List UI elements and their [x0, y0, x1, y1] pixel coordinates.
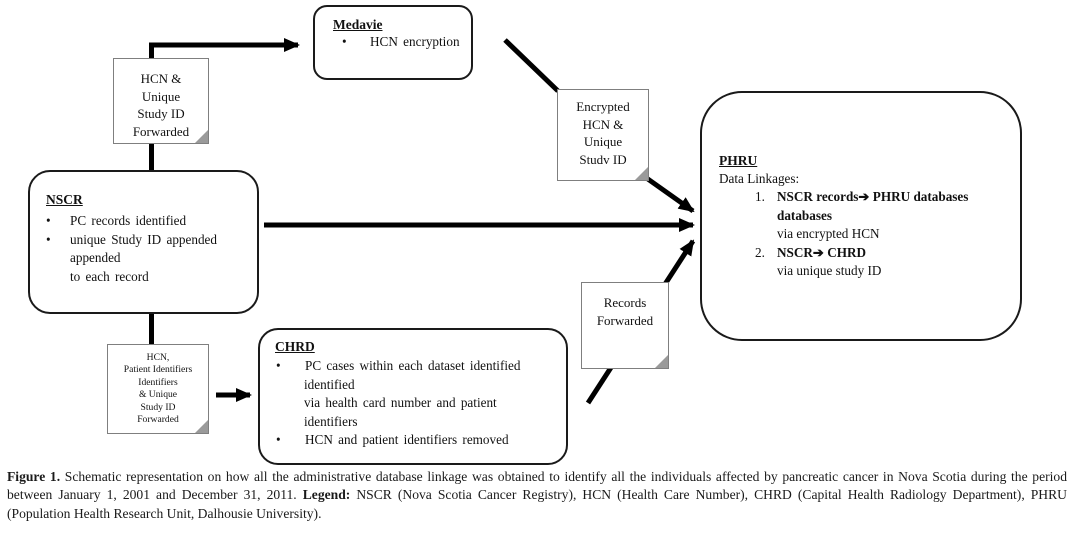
note-line: Unique: [583, 134, 623, 149]
note-line: & Unique: [138, 389, 178, 401]
phru-title: PHRU: [719, 153, 758, 168]
legend-body: NSCR (Nova Scotia Cancer Registry), HCN …: [7, 487, 1068, 521]
chrd-box: CHRD • PC cases within each dataset iden…: [258, 328, 568, 465]
nscr-item-1-text: PC records identified: [70, 213, 187, 228]
nscr-item-2-cont-1: appended: [70, 250, 121, 265]
figure-label: Figure 1.: [7, 469, 61, 484]
note-hcn-unique-forwarded: HCN & Unique Study ID Forwarded: [113, 58, 209, 144]
flow-arrow-encrypted-note-to-phru: [643, 174, 695, 214]
note-line: Patient Identifiers: [123, 364, 193, 376]
note-line: Unique: [141, 88, 181, 104]
note-patient-identifiers: HCN, Patient Identifiers Identifiers & U…: [107, 344, 209, 434]
chrd-item-2: • HCN and patient identifiers removed: [275, 431, 566, 450]
phru-link-1-cont: databases: [777, 207, 832, 223]
note-line: Forwarded: [132, 123, 190, 139]
nscr-title: NSCR: [46, 192, 83, 207]
note-line: Study ID: [137, 106, 185, 121]
chrd-item-2-text: HCN and patient identifiers removed: [305, 432, 509, 447]
chrd-item-1-cont-3: identifiers: [304, 413, 358, 429]
phru-link-2-via: via unique study ID: [777, 263, 882, 278]
chrd-item-1: • PC cases within each dataset identifie…: [275, 357, 566, 376]
nscr-item-2-text: unique Study ID appended: [70, 231, 218, 247]
nscr-item-2-cont-2: to each record: [70, 268, 149, 284]
chrd-title: CHRD: [275, 339, 315, 354]
note-line: Forwarded: [137, 414, 179, 426]
figure-caption: Figure 1. Schematic representation on ho…: [7, 468, 1067, 523]
phru-link-2-number: 2.: [755, 244, 765, 260]
phru-link-2-text: NSCR➔ CHRD: [777, 244, 867, 260]
phru-box: PHRU Data Linkages: 1. NSCR records➔ PHR…: [700, 91, 1022, 341]
chrd-item-1-cont-1: identified: [304, 376, 355, 392]
chrd-item-1-text: PC cases within each dataset identified: [305, 358, 521, 373]
nscr-item-1: • PC records identified: [46, 212, 257, 231]
bullet-glyph: •: [276, 432, 281, 447]
medavie-item: • HCN encryption: [333, 33, 471, 52]
note-encrypted-hcn: Encrypted HCN & Unique Studv ID: [557, 89, 649, 181]
note-line: Study ID: [140, 401, 176, 413]
phru-link-1: 1. NSCR records➔ PHRU databases: [755, 188, 1020, 207]
phru-link-1-number: 1.: [755, 189, 765, 204]
nscr-box: NSCR • PC records identified • unique St…: [28, 170, 259, 314]
phru-link-1-text: NSCR records➔ PHRU databases: [777, 189, 969, 204]
note-line: HCN &: [140, 71, 182, 86]
note-line: Identifiers: [138, 376, 178, 388]
note-line: HCN,: [146, 352, 170, 363]
phru-link-2: 2. NSCR➔ CHRD: [755, 244, 1020, 263]
bullet-glyph: •: [276, 358, 281, 373]
chrd-item-1-cont-2: via health card number and patient: [304, 395, 497, 410]
legend-label: Legend:: [302, 487, 351, 503]
note-line: Forwarded: [596, 312, 654, 328]
bullet-glyph: •: [46, 231, 51, 247]
phru-subtitle: Data Linkages:: [719, 171, 800, 186]
note-line: Studv ID: [579, 151, 627, 167]
bullet-glyph: •: [342, 34, 347, 49]
caption-body: Schematic representation on how all the …: [7, 469, 1067, 503]
medavie-title: Medavie: [333, 17, 383, 32]
medavie-box: Medavie • HCN encryption: [313, 5, 473, 80]
nscr-item-2: • unique Study ID appended: [46, 231, 257, 250]
note-line: Records: [603, 295, 647, 310]
phru-link-1-via: via encrypted HCN: [777, 226, 880, 241]
note-line: Encrypted: [576, 99, 630, 114]
flow-line-medavie-to-encrypted-note: [503, 38, 560, 93]
bullet-glyph: •: [46, 213, 51, 228]
medavie-item-text: HCN encryption: [370, 34, 460, 49]
note-line: HCN &: [582, 116, 624, 132]
note-records-forwarded: Records Forwarded: [581, 282, 669, 369]
